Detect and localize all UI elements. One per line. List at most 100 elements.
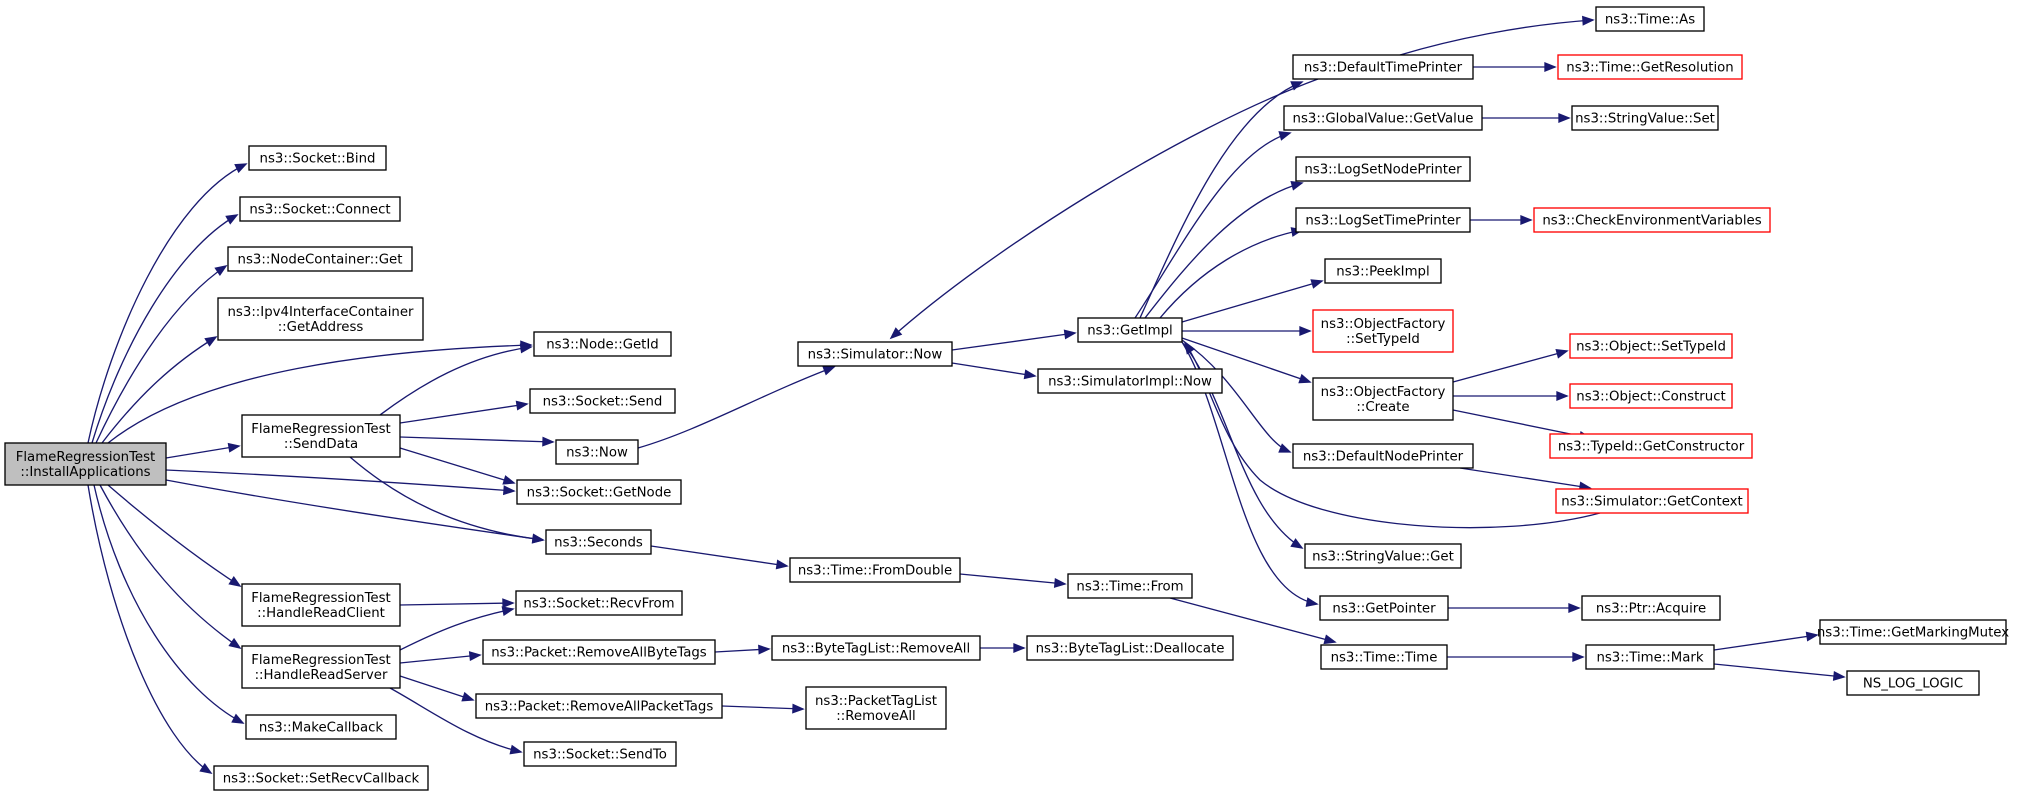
node-box bbox=[1533, 207, 1771, 233]
node-time-mark[interactable]: ns3::Time::Mark bbox=[1585, 644, 1715, 670]
node-sv-set[interactable]: ns3::StringValue::Set bbox=[1571, 105, 1719, 131]
node-ptr-acquire[interactable]: ns3::Ptr::Acquire bbox=[1581, 595, 1721, 621]
node-simimpl-now[interactable]: ns3::SimulatorImpl::Now bbox=[1037, 368, 1223, 394]
edge-line bbox=[101, 336, 217, 444]
node-checkenv[interactable]: ns3::CheckEnvironmentVariables bbox=[1533, 207, 1771, 233]
node-ns-log-logic[interactable]: NS_LOG_LOGIC bbox=[1846, 670, 1980, 696]
node-sim-now[interactable]: ns3::Simulator::Now bbox=[797, 341, 953, 367]
node-time-from[interactable]: ns3::Time::From bbox=[1067, 573, 1193, 599]
node-box bbox=[1026, 635, 1234, 661]
node-socket-getnode[interactable]: ns3::Socket::GetNode bbox=[516, 479, 682, 505]
edge-line bbox=[399, 403, 528, 424]
node-box bbox=[545, 529, 652, 555]
edge-line bbox=[91, 214, 238, 444]
edge-root-to-bind bbox=[87, 163, 248, 444]
edge-line bbox=[99, 484, 241, 649]
node-time-time[interactable]: ns3::Time::Time bbox=[1320, 644, 1448, 670]
node-time-as[interactable]: ns3::Time::As bbox=[1595, 6, 1705, 32]
edge-gv_getvalue-to-sv_set bbox=[1482, 113, 1571, 123]
edge-root-to-hrc bbox=[107, 484, 242, 587]
node-defaultnodeprinter[interactable]: ns3::DefaultNodePrinter bbox=[1292, 443, 1474, 469]
node-label: ns3::ObjectFactory bbox=[1321, 385, 1446, 400]
node-sv-get[interactable]: ns3::StringValue::Get bbox=[1304, 543, 1462, 569]
node-label: ::SetTypeId bbox=[1346, 332, 1420, 347]
node-label: ns3::Now bbox=[566, 446, 628, 461]
node-defaulttimeprinter[interactable]: ns3::DefaultTimePrinter bbox=[1292, 54, 1474, 80]
node-connect[interactable]: ns3::Socket::Connect bbox=[239, 196, 401, 222]
edge-getimpl-to-defaultnodeprinter bbox=[1181, 339, 1292, 453]
node-btl-removeall[interactable]: ns3::ByteTagList::RemoveAll bbox=[771, 635, 981, 661]
arrowhead-icon bbox=[1290, 81, 1304, 91]
node-getpointer[interactable]: ns3::GetPointer bbox=[1319, 595, 1449, 621]
edge-getpointer-to-ptr_acquire bbox=[1448, 603, 1581, 613]
node-makecallback[interactable]: ns3::MakeCallback bbox=[245, 714, 397, 740]
node-label: ns3::LogSetTimePrinter bbox=[1305, 214, 1461, 229]
node-rm-bytetags[interactable]: ns3::Packet::RemoveAllByteTags bbox=[482, 639, 716, 665]
node-btl-dealloc[interactable]: ns3::ByteTagList::Deallocate bbox=[1026, 635, 1234, 661]
node-time-getres[interactable]: ns3::Time::GetResolution bbox=[1557, 54, 1743, 80]
edge-btl_removeall-to-btl_dealloc bbox=[980, 643, 1026, 653]
node-label: ns3::Seconds bbox=[554, 536, 643, 551]
node-gv-getvalue[interactable]: ns3::GlobalValue::GetValue bbox=[1283, 105, 1483, 131]
arrowhead-icon bbox=[1582, 15, 1595, 26]
node-obj-construct[interactable]: ns3::Object::Construct bbox=[1569, 383, 1733, 409]
node-box bbox=[1320, 644, 1448, 670]
node-label: ns3::CheckEnvironmentVariables bbox=[1542, 214, 1761, 229]
edge-defaulttimeprinter-to-time_as bbox=[1399, 15, 1595, 56]
node-node-getid[interactable]: ns3::Node::GetId bbox=[533, 331, 672, 357]
arrowhead-icon bbox=[889, 327, 903, 340]
edge-logsettimeprinter-to-checkenv bbox=[1470, 215, 1533, 225]
node-senddata[interactable]: FlameRegressionTest::SendData bbox=[241, 414, 401, 458]
edge-seconds-to-fromdouble bbox=[650, 545, 789, 570]
node-getimpl[interactable]: ns3::GetImpl bbox=[1077, 317, 1183, 343]
node-hrc[interactable]: FlameRegressionTest::HandleReadClient bbox=[241, 583, 401, 627]
node-rm-packettags[interactable]: ns3::Packet::RemoveAllPacketTags bbox=[475, 693, 723, 719]
node-sim-getcontext[interactable]: ns3::Simulator::GetContext bbox=[1555, 488, 1749, 514]
node-logsetnodeprinter[interactable]: ns3::LogSetNodePrinter bbox=[1295, 156, 1471, 182]
node-hrs[interactable]: FlameRegressionTest::HandleReadServer bbox=[241, 645, 401, 689]
node-label: ns3::Socket::RecvFrom bbox=[523, 597, 674, 612]
edge-hrs-to-rm_packettags bbox=[399, 675, 475, 702]
node-socket-send[interactable]: ns3::Socket::Send bbox=[529, 388, 676, 414]
node-typeid-getctor[interactable]: ns3::TypeId::GetConstructor bbox=[1549, 433, 1753, 459]
node-box bbox=[1312, 309, 1454, 353]
node-ipv4-getaddr[interactable]: ns3::Ipv4InterfaceContainer::GetAddress bbox=[217, 297, 424, 341]
edge-defaulttimeprinter-to-sim_now bbox=[889, 78, 1319, 340]
node-recvfrom[interactable]: ns3::Socket::RecvFrom bbox=[515, 590, 683, 616]
edge-root-to-socket_getnode bbox=[165, 469, 516, 496]
node-now[interactable]: ns3::Now bbox=[555, 439, 639, 465]
arrowhead-icon bbox=[234, 163, 248, 174]
node-of-create[interactable]: ns3::ObjectFactory::Create bbox=[1312, 377, 1454, 421]
edge-line bbox=[1134, 132, 1291, 319]
node-root[interactable]: FlameRegressionTest::InstallApplications bbox=[4, 442, 167, 486]
node-label: ns3::Ipv4InterfaceContainer bbox=[228, 305, 415, 320]
node-box bbox=[1549, 433, 1753, 459]
edge-line bbox=[399, 602, 514, 606]
arrowhead-icon bbox=[1299, 326, 1312, 336]
node-box bbox=[805, 686, 947, 730]
node-sendto[interactable]: ns3::Socket::SendTo bbox=[523, 741, 677, 767]
node-peekimpl[interactable]: ns3::PeekImpl bbox=[1324, 258, 1442, 284]
node-box bbox=[213, 765, 429, 791]
arrowhead-icon bbox=[1013, 643, 1026, 653]
node-fromdouble[interactable]: ns3::Time::FromDouble bbox=[789, 557, 961, 583]
edge-root-to-connect bbox=[91, 214, 239, 444]
node-setrecvcb[interactable]: ns3::Socket::SetRecvCallback bbox=[213, 765, 429, 791]
node-box bbox=[4, 442, 167, 486]
node-box bbox=[1295, 207, 1471, 233]
node-of-settypeid[interactable]: ns3::ObjectFactory::SetTypeId bbox=[1312, 309, 1454, 353]
node-label: ns3::MakeCallback bbox=[259, 721, 384, 736]
edge-getimpl-to-of_settypeid bbox=[1182, 326, 1312, 336]
node-label: ns3::Ptr::Acquire bbox=[1596, 602, 1706, 617]
node-bind[interactable]: ns3::Socket::Bind bbox=[248, 145, 387, 171]
arrowhead-icon bbox=[1023, 369, 1037, 380]
edge-line bbox=[165, 469, 515, 492]
node-ptl-removeall[interactable]: ns3::PacketTagList::RemoveAll bbox=[805, 686, 947, 730]
node-seconds[interactable]: ns3::Seconds bbox=[545, 529, 652, 555]
node-obj-settypeid[interactable]: ns3::Object::SetTypeId bbox=[1569, 333, 1733, 359]
edge-hrs-to-rm_bytetags bbox=[399, 651, 482, 664]
node-nc-get[interactable]: ns3::NodeContainer::Get bbox=[227, 246, 413, 272]
edge-senddata-to-socket_send bbox=[399, 400, 529, 424]
node-getmarkingmutex[interactable]: ns3::Time::GetMarkingMutex bbox=[1817, 619, 2009, 645]
node-logsettimeprinter[interactable]: ns3::LogSetTimePrinter bbox=[1295, 207, 1471, 233]
